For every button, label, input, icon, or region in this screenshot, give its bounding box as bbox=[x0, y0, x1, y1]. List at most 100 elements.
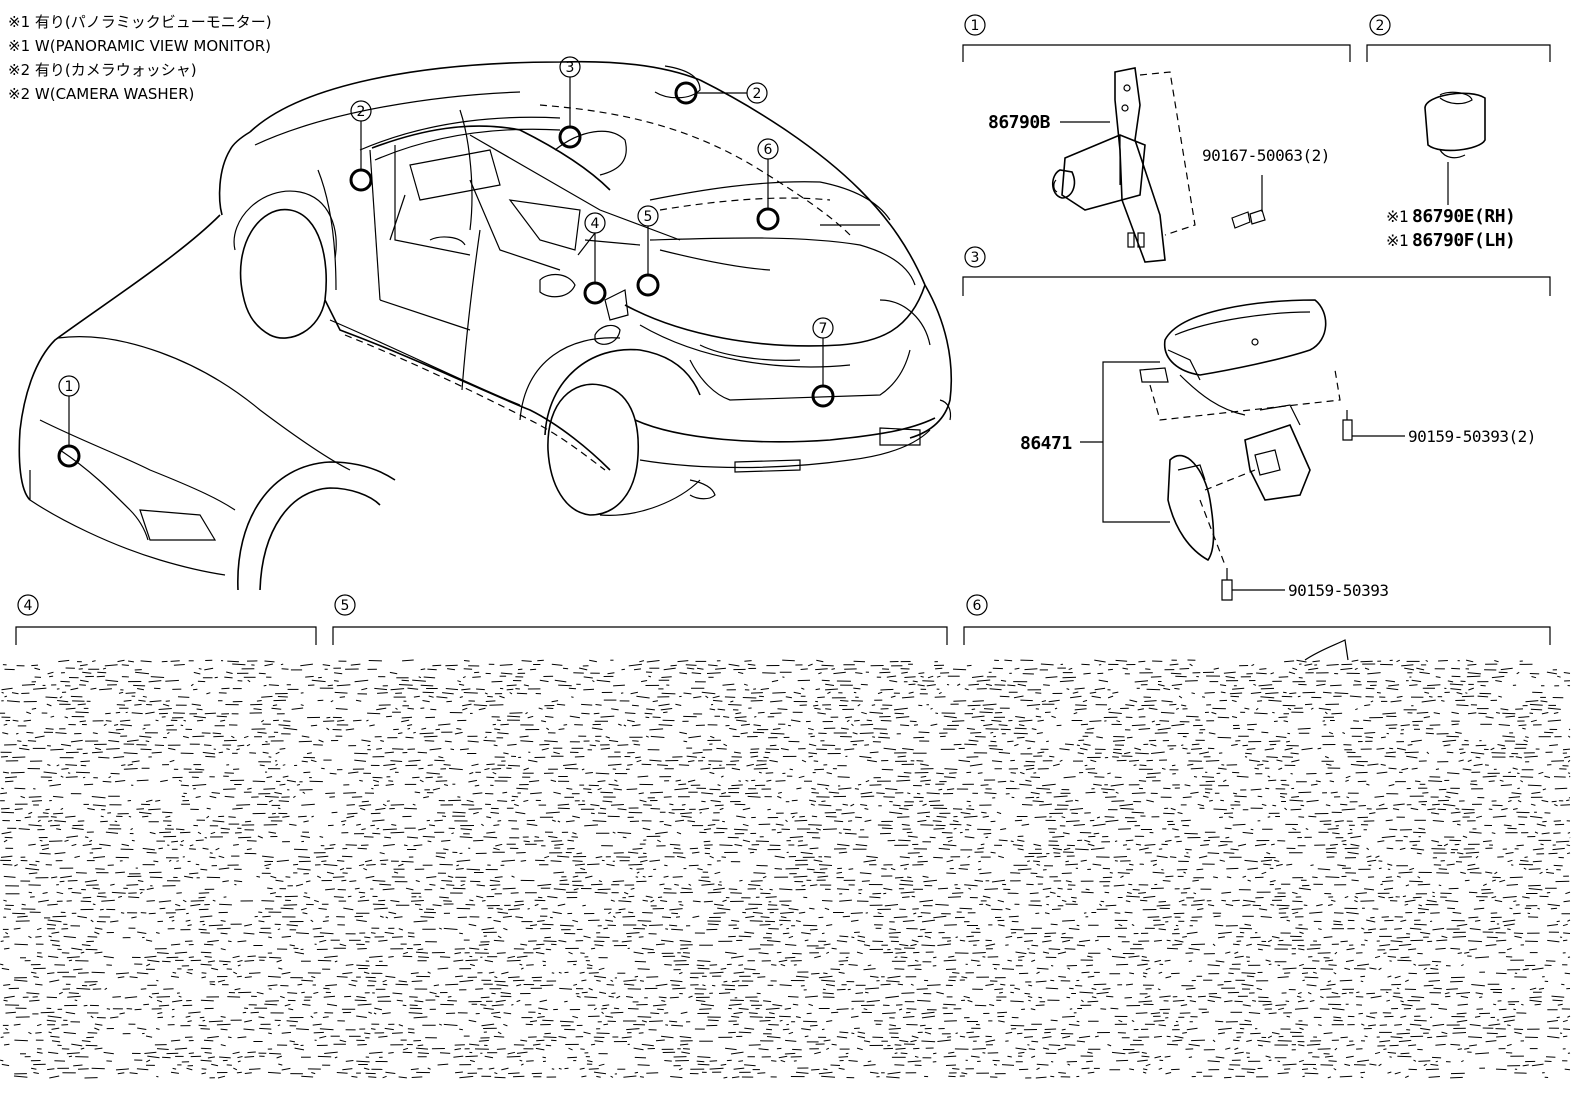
noise-stroke bbox=[278, 800, 289, 802]
noise-stroke bbox=[657, 896, 663, 898]
noise-stroke bbox=[268, 988, 272, 990]
noise-stroke bbox=[517, 668, 523, 671]
noise-stroke bbox=[65, 776, 78, 778]
noise-stroke bbox=[1465, 659, 1474, 663]
location-marker-4[interactable] bbox=[583, 281, 607, 305]
noise-stroke bbox=[427, 971, 431, 974]
noise-stroke bbox=[145, 939, 153, 942]
noise-stroke bbox=[1312, 971, 1317, 974]
noise-stroke bbox=[1059, 680, 1074, 683]
location-marker-2-left[interactable] bbox=[349, 168, 373, 192]
noise-stroke bbox=[1385, 991, 1389, 994]
noise-stroke bbox=[1396, 987, 1400, 990]
noise-stroke bbox=[1568, 728, 1571, 731]
noise-stroke bbox=[594, 944, 604, 947]
noise-stroke bbox=[494, 876, 503, 879]
noise-stroke bbox=[171, 840, 179, 843]
noise-stroke bbox=[322, 920, 329, 922]
noise-stroke bbox=[454, 731, 463, 735]
noise-stroke bbox=[1115, 659, 1128, 662]
noise-stroke bbox=[202, 923, 206, 926]
noise-stroke bbox=[1507, 859, 1513, 863]
noise-stroke bbox=[938, 691, 942, 695]
noise-stroke bbox=[34, 667, 41, 671]
noise-stroke bbox=[519, 735, 529, 738]
noise-stroke bbox=[432, 787, 441, 791]
noise-stroke bbox=[661, 916, 672, 919]
noise-stroke bbox=[1153, 939, 1162, 942]
noise-stroke bbox=[825, 787, 829, 790]
noise-stroke bbox=[1151, 751, 1165, 754]
noise-stroke bbox=[1183, 871, 1187, 874]
noise-stroke bbox=[423, 796, 430, 799]
noise-stroke bbox=[1065, 820, 1080, 823]
noise-stroke bbox=[936, 991, 944, 995]
noise-stroke bbox=[1065, 860, 1070, 863]
noise-stroke bbox=[1191, 692, 1195, 695]
noise-stroke bbox=[606, 863, 615, 867]
noise-stroke bbox=[985, 983, 994, 986]
noise-stroke bbox=[749, 920, 763, 922]
noise-stroke bbox=[1351, 879, 1359, 882]
noise-stroke bbox=[996, 811, 1002, 815]
noise-stroke bbox=[130, 827, 133, 831]
noise-stroke bbox=[1433, 712, 1440, 715]
noise-stroke bbox=[1010, 840, 1014, 843]
noise-stroke bbox=[135, 671, 150, 675]
noise-stroke bbox=[1114, 840, 1118, 842]
noise-stroke bbox=[155, 719, 159, 722]
noise-stroke bbox=[1268, 779, 1277, 782]
noise-stroke bbox=[523, 767, 529, 771]
noise-stroke bbox=[58, 991, 63, 995]
noise-stroke bbox=[1522, 896, 1530, 899]
noise-stroke bbox=[271, 812, 276, 815]
noise-stroke bbox=[769, 888, 773, 891]
noise-stroke bbox=[1278, 676, 1289, 678]
noise-stroke bbox=[1017, 848, 1024, 851]
noise-stroke bbox=[459, 748, 469, 751]
noise-stroke bbox=[1557, 675, 1561, 678]
noise-stroke bbox=[593, 712, 600, 715]
noise-stroke bbox=[1404, 979, 1409, 983]
location-marker-7[interactable] bbox=[811, 384, 835, 408]
noise-stroke bbox=[1023, 764, 1035, 767]
noise-stroke bbox=[168, 859, 172, 862]
noise-stroke bbox=[744, 931, 755, 934]
noise-stroke bbox=[1326, 983, 1336, 986]
noise-stroke bbox=[1409, 684, 1418, 686]
noise-stroke bbox=[306, 752, 312, 755]
noise-stroke bbox=[502, 915, 512, 918]
noise-stroke bbox=[209, 795, 217, 799]
noise-stroke bbox=[608, 911, 612, 915]
noise-stroke bbox=[496, 719, 501, 721]
noise-stroke bbox=[537, 883, 552, 887]
noise-stroke bbox=[75, 711, 89, 714]
noise-stroke bbox=[363, 971, 370, 974]
note-2-en: ※2 W(CAMERA WASHER) bbox=[8, 85, 194, 103]
noise-stroke bbox=[40, 844, 49, 847]
noise-stroke bbox=[1413, 963, 1417, 966]
noise-stroke bbox=[611, 708, 619, 711]
noise-stroke bbox=[1325, 772, 1333, 775]
location-marker-2-right[interactable] bbox=[674, 81, 698, 105]
location-marker-5[interactable] bbox=[636, 273, 660, 297]
noise-stroke bbox=[123, 752, 138, 755]
noise-stroke bbox=[425, 908, 435, 910]
noise-stroke bbox=[1400, 956, 1410, 959]
noise-stroke bbox=[1331, 991, 1339, 995]
noise-stroke bbox=[1409, 880, 1423, 883]
noise-stroke bbox=[1144, 700, 1157, 702]
noise-stroke bbox=[1042, 783, 1056, 787]
location-marker-6[interactable] bbox=[756, 207, 780, 231]
noise-stroke bbox=[1380, 763, 1386, 766]
noise-stroke bbox=[1000, 983, 1006, 986]
noise-stroke bbox=[1418, 904, 1423, 907]
noise-stroke bbox=[247, 955, 256, 958]
noise-stroke bbox=[943, 959, 957, 962]
noise-stroke bbox=[863, 859, 876, 863]
noise-stroke bbox=[652, 700, 658, 703]
noise-stroke bbox=[581, 979, 587, 982]
noise-stroke bbox=[1401, 767, 1409, 771]
noise-stroke bbox=[788, 908, 799, 911]
noise-stroke bbox=[509, 692, 513, 695]
